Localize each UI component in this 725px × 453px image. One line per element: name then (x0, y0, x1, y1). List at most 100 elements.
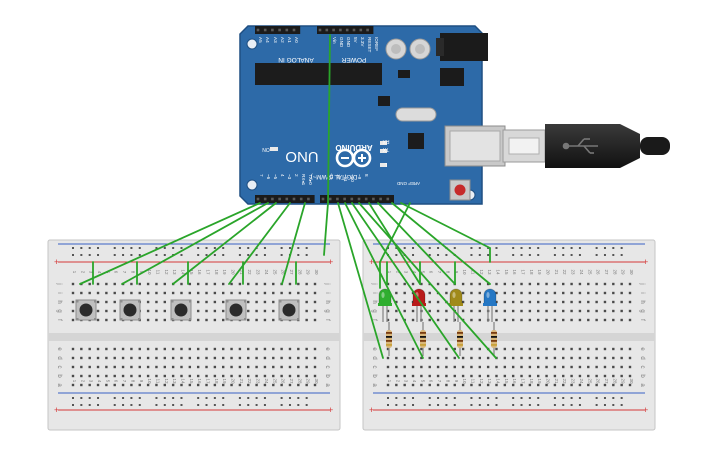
rail-hole (520, 247, 523, 249)
terminal-hole (511, 282, 515, 286)
rail-hole (520, 397, 523, 399)
terminal-hole (222, 300, 225, 304)
rail-hole (553, 254, 556, 256)
row-letter: c (324, 366, 330, 369)
header-pin (318, 28, 322, 32)
terminal-hole (562, 365, 565, 369)
column-number: 9 (139, 380, 144, 383)
resistor-body (491, 330, 497, 348)
terminal-hole (146, 365, 150, 369)
terminal-hole (612, 383, 615, 387)
rail-hole (130, 254, 133, 256)
column-number: 25 (587, 269, 592, 275)
terminal-hole (545, 356, 548, 360)
terminal-hole (213, 347, 217, 351)
terminal-hole (395, 374, 398, 378)
rail-hole (255, 254, 258, 256)
rail-hole (570, 254, 573, 256)
terminal-hole (470, 291, 473, 295)
terminal-hole (562, 356, 565, 360)
header-pin (285, 28, 289, 32)
column-number: 8 (445, 380, 450, 383)
terminal-hole (71, 318, 75, 322)
terminal-hole (628, 356, 632, 360)
terminal-hole (272, 347, 275, 351)
terminal-hole (247, 347, 250, 351)
pushbutton (170, 299, 192, 321)
terminal-hole (478, 291, 481, 295)
column-number: 8 (130, 380, 135, 383)
rail-hole (97, 247, 100, 249)
terminal-hole (578, 318, 582, 322)
column-number: 28 (612, 378, 617, 384)
terminal-hole (96, 365, 100, 369)
terminal-hole (628, 347, 632, 351)
terminal-hole (80, 365, 83, 369)
terminal-hole (196, 291, 200, 295)
rail-hole (288, 247, 291, 249)
terminal-hole (263, 291, 267, 295)
rail-hole (437, 247, 440, 249)
column-number: 1 (72, 380, 77, 383)
terminal-hole (230, 347, 233, 351)
header-pin (299, 197, 303, 201)
terminal-hole (587, 383, 590, 387)
column-number: 20 (231, 378, 236, 384)
terminal-hole (196, 282, 200, 286)
terminal-hole (436, 282, 440, 286)
terminal-hole (562, 282, 565, 286)
terminal-hole (222, 318, 225, 322)
terminal-hole (411, 282, 415, 286)
terminal-hole (595, 309, 598, 313)
terminal-hole (280, 374, 283, 378)
terminal-hole (313, 374, 317, 378)
rail-hole (255, 397, 258, 399)
terminal-hole (562, 309, 565, 313)
rail-hole (297, 254, 300, 256)
column-number: 29 (621, 378, 626, 384)
rail-hole (403, 404, 406, 406)
terminal-hole (537, 282, 540, 286)
rail-plus-sign: + (643, 257, 648, 267)
resistor-band (457, 344, 463, 346)
terminal-hole (280, 365, 283, 369)
rail-hole (280, 254, 283, 256)
column-number: 14 (495, 269, 500, 275)
header-pin (278, 28, 281, 32)
terminal-hole (570, 383, 573, 387)
terminal-hole (420, 365, 423, 369)
rail-hole (197, 254, 200, 256)
terminal-hole (520, 300, 523, 304)
terminal-hole (445, 282, 448, 286)
terminal-hole (88, 347, 91, 351)
terminal-hole (461, 383, 465, 387)
pushbutton (75, 299, 97, 321)
terminal-hole (288, 374, 292, 378)
column-number: 15 (189, 269, 194, 275)
terminal-hole (520, 374, 523, 378)
pin-label: A1 (287, 37, 292, 43)
terminal-hole (436, 383, 440, 387)
column-number: 15 (504, 269, 509, 275)
rail-hole (428, 247, 431, 249)
terminal-hole (587, 374, 590, 378)
terminal-hole (180, 365, 183, 369)
row-letter: a (639, 383, 645, 387)
terminal-hole (146, 309, 150, 313)
pin-label: GND (346, 37, 351, 48)
terminal-hole (196, 300, 200, 304)
column-number: 18 (214, 269, 219, 275)
column-number: 7 (122, 271, 127, 274)
resistor-band (491, 336, 497, 338)
rail-hole (620, 397, 623, 399)
resistor-band (457, 332, 463, 334)
terminal-hole (503, 356, 507, 360)
terminal-hole (222, 374, 225, 378)
terminal-hole (587, 291, 590, 295)
rail-hole (478, 247, 481, 249)
terminal-hole (403, 309, 406, 313)
button-leg (76, 300, 79, 303)
terminal-hole (196, 365, 200, 369)
terminal-hole (578, 374, 582, 378)
